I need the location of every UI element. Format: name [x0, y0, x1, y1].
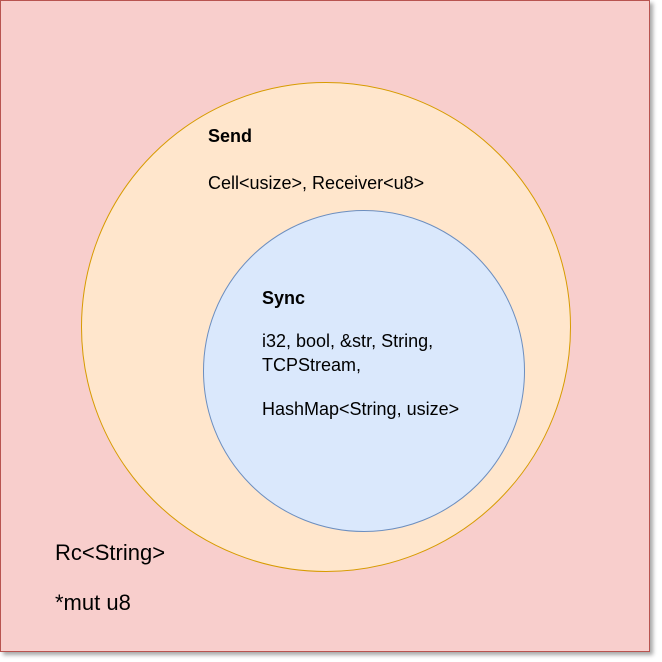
- neither-type-1: Rc<String>: [55, 540, 166, 565]
- sync-circle: [203, 210, 525, 532]
- neither-type-2: *mut u8: [55, 590, 131, 615]
- send-title: Send: [208, 126, 253, 146]
- sync-title: Sync: [262, 288, 306, 308]
- sync-types-line-1: i32, bool, &str, String,: [262, 331, 434, 351]
- send-types-text: Cell<usize>, Receiver<u8>: [208, 173, 425, 193]
- sync-types-line-2: TCPStream,: [262, 355, 362, 375]
- sync-types-line-3: HashMap<String, usize>: [262, 399, 460, 419]
